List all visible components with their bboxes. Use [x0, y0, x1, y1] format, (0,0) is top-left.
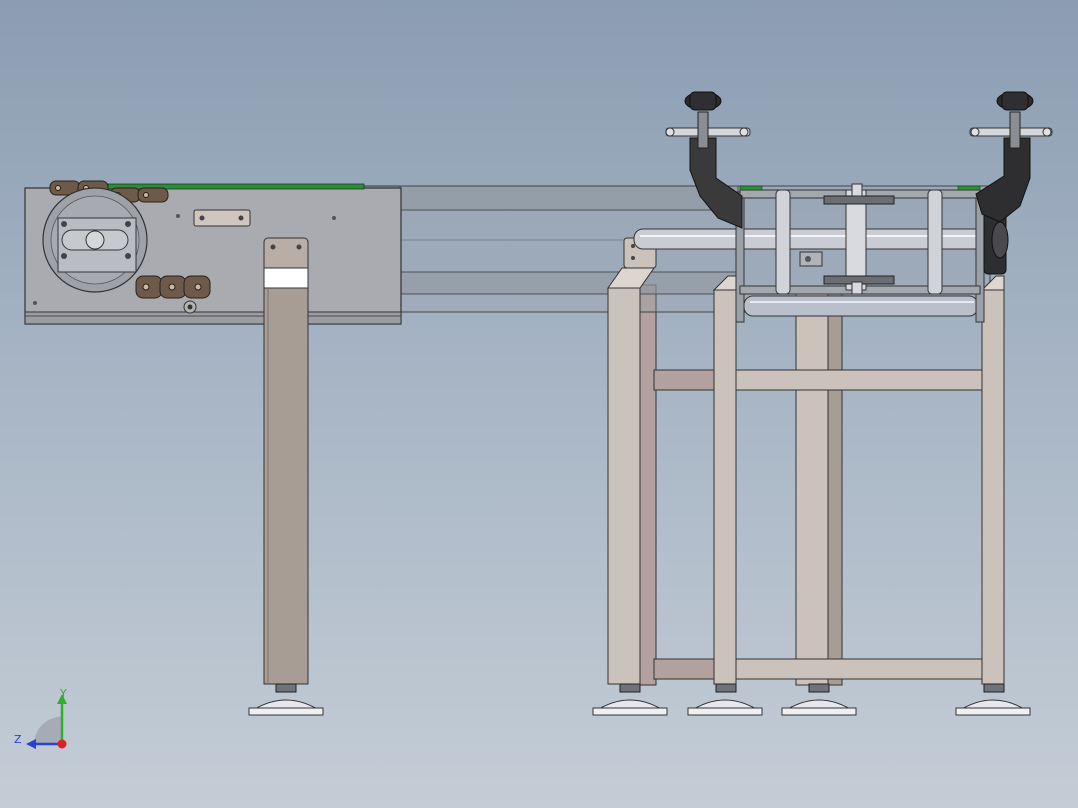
tensioner-plate — [193, 209, 251, 227]
green-belt-end — [739, 185, 763, 191]
star-knob-icon[interactable] — [996, 91, 1034, 111]
mount-hole — [332, 216, 336, 220]
disc-flange — [927, 189, 943, 295]
frame-leg-back-left — [639, 284, 657, 686]
right-adjust-bracket — [969, 111, 1053, 223]
left-adjust-bracket — [665, 111, 751, 229]
leveling-foot-icon — [781, 683, 857, 716]
drive-end-plate — [24, 180, 402, 325]
upper-brace-rear — [653, 369, 717, 391]
disc-flange — [775, 189, 791, 295]
leg-tube — [263, 287, 309, 685]
triad-z-label: Z — [14, 733, 22, 746]
coordinate-triad-icon: Y Z — [14, 687, 67, 749]
triad-y-label: Y — [59, 687, 67, 700]
lower-brace-rear — [653, 658, 717, 680]
leg-clamp-white — [263, 267, 309, 289]
frame-leg-b — [713, 289, 737, 685]
frame-leg-back-shade — [827, 289, 843, 686]
mount-hole — [33, 301, 37, 305]
chain-links-bottom — [135, 275, 211, 299]
star-knob-icon[interactable] — [684, 91, 722, 111]
frame-leg-e — [981, 289, 1005, 685]
right-frame-back-legs — [639, 284, 843, 686]
leveling-foot-icon — [955, 683, 1031, 716]
lower-roller — [743, 295, 979, 317]
green-belt-end — [957, 185, 981, 191]
right-frame-front-legs — [607, 237, 1005, 685]
lower-brace-front — [735, 658, 983, 680]
leveling-foot-icon — [687, 683, 763, 716]
drive-pulley-icon[interactable] — [42, 187, 148, 293]
mount-hole — [176, 214, 180, 218]
frame-leg-back-inner — [795, 289, 829, 686]
leveling-foot-icon — [592, 683, 668, 716]
guide-shaft-assembly — [633, 183, 1009, 323]
upper-brace-front — [735, 369, 983, 391]
leveling-foot-icon — [248, 683, 324, 716]
center-sprocket — [845, 189, 867, 291]
side-plate-bottom-flange — [24, 311, 402, 325]
frame-leg-a — [607, 287, 641, 685]
conveyor-top-rail — [361, 185, 739, 211]
leveling-feet — [248, 683, 1031, 716]
left-support-leg — [263, 237, 309, 685]
